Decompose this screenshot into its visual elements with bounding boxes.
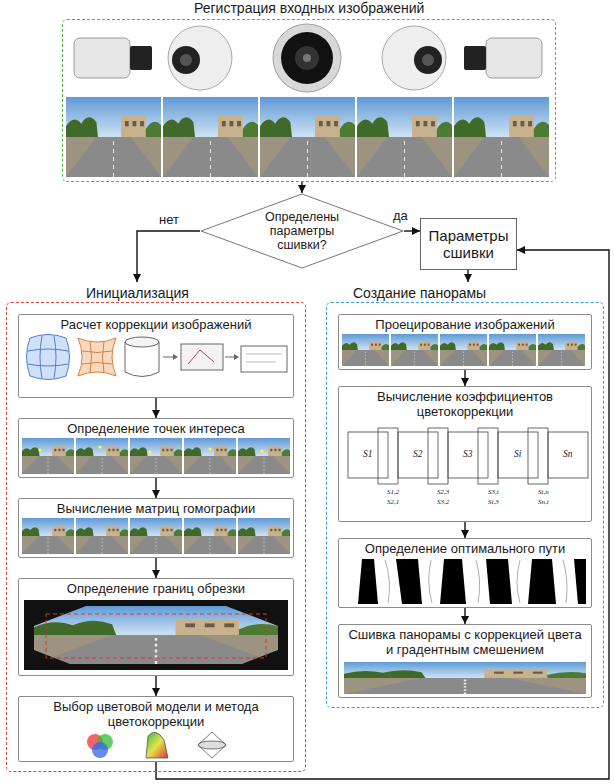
process-box: Определение точек интереса: [18, 418, 294, 478]
box-title: Вычисление коэффициентов цветокоррекции: [339, 387, 591, 419]
box-text: Параметры сшивки: [424, 227, 513, 261]
arrow-head: [412, 227, 420, 235]
overlap-scheme: [348, 428, 588, 484]
arrow-head: [133, 274, 141, 282]
math-label: S3,i: [488, 488, 499, 497]
seam-masks: [344, 559, 586, 604]
connector: [152, 676, 160, 696]
math-label: S3: [463, 449, 473, 461]
process-box: Проецирование изображений: [338, 314, 592, 370]
connector-line: [464, 370, 465, 386]
stage-region: ИнициализацияРасчет коррекции изображени…: [6, 282, 306, 772]
stage-region: Создание панорамыПроецирование изображен…: [326, 282, 604, 708]
arrow-head: [152, 688, 160, 696]
process-box: Определение оптимального пути: [338, 538, 592, 608]
connector-line: [301, 182, 302, 193]
stage-region: Регистрация входных изображений: [62, 0, 556, 182]
math-label: S1,2: [387, 488, 399, 497]
math-label: S3,2: [437, 498, 449, 507]
connector-line: [464, 522, 465, 538]
connector: [461, 370, 469, 386]
final-panorama: [344, 662, 586, 694]
box-title: Определение оптимального пути: [339, 539, 591, 556]
connector-line: [137, 231, 200, 282]
decision-diamond: Определены параметры сшивки?: [200, 193, 404, 269]
box-title: Определение точек интереса: [19, 419, 293, 436]
connector-line: [155, 558, 156, 578]
process-box: Сшивка панорамы с коррекцией цвета и гра…: [338, 624, 592, 698]
camera-icons: [74, 24, 542, 92]
dashed-frame: [62, 19, 556, 182]
process-box: Параметры сшивки: [420, 218, 517, 270]
connector: [404, 227, 420, 235]
math-label: S2,3: [437, 488, 449, 497]
math-label: Sn: [563, 449, 573, 461]
connector: [152, 558, 160, 578]
arrow-head: [461, 530, 469, 538]
box-title: Расчет коррекции изображений: [19, 315, 293, 332]
connector-line: [464, 608, 465, 624]
box-title: Проецирование изображений: [339, 315, 591, 332]
arrow-head: [298, 185, 306, 193]
arrow-head: [461, 616, 469, 624]
crop-panorama: [24, 600, 288, 670]
projected-strip: [342, 334, 585, 366]
edge-label: нет: [158, 212, 180, 227]
connector-line: [155, 398, 156, 418]
photo-strip: [22, 518, 290, 554]
box-title: Определение границ обрезки: [19, 579, 293, 596]
connector: [152, 478, 160, 498]
color-model-icons: [87, 732, 226, 758]
arrow-head: [152, 410, 160, 418]
arrow-head: [461, 378, 469, 386]
box-title: Вычисление матриц гомографии: [19, 499, 293, 516]
connector: [461, 522, 469, 538]
arrow-head: [517, 246, 525, 254]
correction-sketch: [27, 335, 288, 380]
box-title: Выбор цветовой модели и метода цветокорр…: [19, 697, 293, 729]
region-heading: Регистрация входных изображений: [194, 0, 424, 16]
math-label: Si: [514, 449, 521, 461]
connector-line: [404, 230, 420, 231]
photo-strip: [22, 438, 290, 474]
connector: [133, 231, 200, 282]
process-box: Вычисление матриц гомографии: [18, 498, 294, 558]
connector: [152, 398, 160, 418]
region-heading: Создание панорамы: [353, 285, 486, 301]
arrow-head: [152, 490, 160, 498]
connector-line: [155, 478, 156, 498]
process-box: Определение границ обрезки: [18, 578, 294, 676]
connector: [298, 182, 306, 193]
connector-line: [467, 270, 468, 282]
math-label: Si,3: [488, 498, 499, 507]
process-box: Расчет коррекции изображений: [18, 314, 294, 398]
box-title: Сшивка панорамы с коррекцией цвета и гра…: [339, 625, 591, 657]
connector: [461, 608, 469, 624]
math-label: Si,n: [538, 488, 549, 497]
diamond-shape: [201, 194, 403, 268]
math-label: S1: [363, 449, 373, 461]
math-label: S2: [413, 449, 423, 461]
arrow-head: [152, 570, 160, 578]
edge-label: да: [392, 208, 409, 223]
region-heading: Инициализация: [86, 285, 189, 301]
input-photos: [66, 97, 549, 177]
connector: [464, 270, 472, 282]
decision-text: Определены параметры сшивки?: [250, 210, 354, 252]
math-label: S2,1: [387, 498, 399, 507]
math-label: Sn,i: [538, 498, 549, 507]
process-box: Выбор цветовой модели и метода цветокорр…: [18, 696, 294, 762]
connector-line: [155, 676, 156, 696]
arrow-head: [464, 274, 472, 282]
